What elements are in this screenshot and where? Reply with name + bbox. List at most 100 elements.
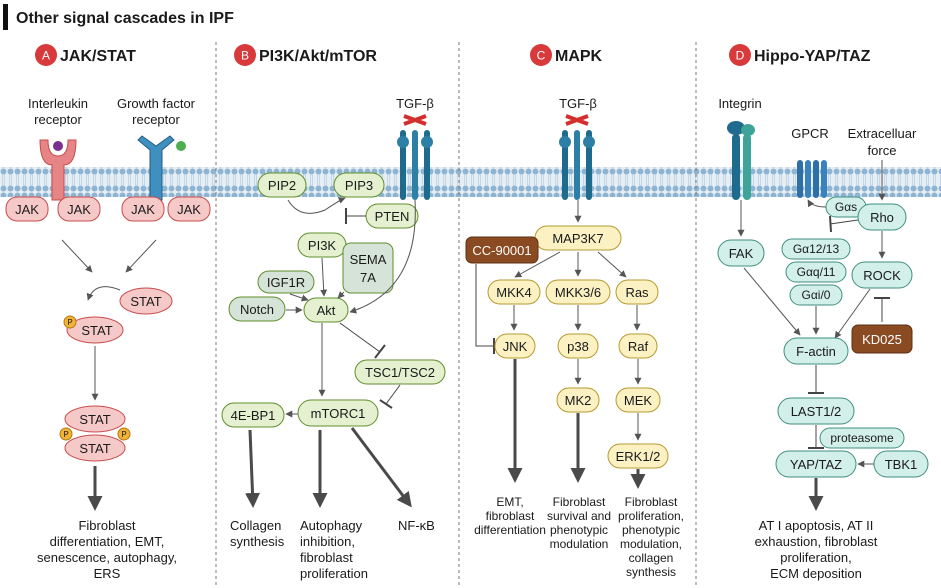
node-kd025-label: KD025: [862, 332, 902, 347]
node-gi0-label: Gαi/0: [802, 288, 831, 302]
integrin-icon: [727, 121, 755, 200]
figure-title: Other signal cascades in IPF: [3, 4, 234, 30]
arrow-sema7a-akt: [337, 291, 345, 299]
receptor-label-interleukin-2: receptor: [34, 112, 82, 127]
node-jak-1-label: JAK: [15, 202, 39, 217]
arrow-tgfb-akt: [349, 199, 416, 314]
node-sema7a: [342, 242, 394, 294]
arrow-mtorc1-nfkb: [350, 427, 412, 508]
section-header-c: C MAPK: [530, 44, 603, 66]
node-yap-taz-label: YAP/TAZ: [790, 457, 842, 472]
jak-outcome-line-1: Fibroblast: [78, 518, 135, 533]
node-stat-free-label: STAT: [130, 294, 161, 309]
inhibition-tsc-mtorc1: [385, 384, 401, 405]
mapk-outcome2-line-3: phenotypic: [550, 523, 608, 537]
phospho-marker-3: [117, 427, 131, 441]
node-mkk36-label: MKK3/6: [555, 285, 601, 300]
node-mkk4-label: MKK4: [496, 285, 531, 300]
node-4ebp1: [221, 402, 285, 428]
node-map3k7-label: MAP3K7: [552, 231, 603, 246]
jak-outcome-line-3: senescence, autophagy,: [37, 550, 177, 565]
node-erk-label: ERK1/2: [616, 449, 661, 464]
node-jak-4-label: JAK: [177, 202, 201, 217]
node-factin: [783, 337, 849, 365]
node-proteasome-label: proteasome: [830, 431, 894, 445]
node-mkk4: [487, 279, 541, 305]
force-label-1: Extracelluar: [848, 126, 917, 141]
inhibition-rho-gas: [829, 219, 859, 225]
inhibition-akt-tsc-bar: [374, 344, 386, 359]
tgfb-receptor-icon-c: [559, 114, 595, 200]
phospho-marker-1-label: P: [67, 318, 72, 327]
force-label-2: force: [868, 143, 897, 158]
section-hippo-yap-taz: Integrin GPCR Extracelluar force Gαs Rho…: [717, 96, 929, 581]
node-igf1r-label: IGF1R: [267, 275, 305, 290]
node-jak-2: [57, 196, 101, 222]
node-mk2: [556, 387, 600, 413]
node-cc90001-label: CC-90001: [472, 243, 531, 258]
node-jak-1: [5, 196, 49, 222]
pi3k-outcome2-line-2: inhibition,: [300, 534, 355, 549]
node-ras: [615, 279, 659, 305]
mapk-outcome2-line-1: Fibroblast: [553, 495, 606, 509]
section-pi3k-akt-mtor: TGF-β PIP2 PIP3 PTEN PI3K IGF1R SEMA 7A …: [221, 96, 446, 581]
node-g1213: [781, 238, 851, 260]
node-factin-label: F-actin: [796, 344, 836, 359]
arrow-pi3k-akt: [320, 257, 328, 297]
node-cc90001: [465, 236, 539, 264]
receptor-label-interleukin-1: Interleukin: [28, 96, 88, 111]
tgfb-label-b: TGF-β: [396, 96, 434, 111]
section-title-d: Hippo-YAP/TAZ: [754, 48, 871, 65]
badge-letter-c: C: [537, 49, 546, 63]
node-kd025: [851, 324, 913, 354]
inhibition-akt-tsc: [339, 322, 381, 353]
tgfb-label-c: TGF-β: [559, 96, 597, 111]
node-notch-label: Notch: [240, 302, 274, 317]
node-stat-phospho-label: STAT: [81, 323, 112, 338]
phospho-marker-1: [63, 315, 77, 329]
node-stat-dimer-top-label: STAT: [79, 412, 110, 427]
node-ras-label: Ras: [625, 285, 649, 300]
pi3k-outcome2-line-4: proliferation: [300, 566, 368, 581]
node-mkk36: [545, 279, 611, 305]
integrin-label: Integrin: [718, 96, 761, 111]
node-mtorc1: [297, 399, 379, 427]
node-p38-label: p38: [567, 339, 589, 354]
node-tsc: [354, 359, 446, 385]
mapk-outcome3-line-3: phenotypic: [622, 523, 680, 537]
node-jnk: [494, 333, 536, 359]
node-pip2-label: PIP2: [268, 178, 296, 193]
mapk-outcome3-line-4: modulation,: [620, 537, 682, 551]
receptor-label-growth-1: Growth factor: [117, 96, 196, 111]
node-stat-dimer-bottom-label: STAT: [79, 441, 110, 456]
node-jak-3: [121, 196, 165, 222]
phospho-marker-2: [59, 427, 73, 441]
jak-outcome-line-2: differentiation, EMT,: [50, 534, 165, 549]
node-raf-label: Raf: [628, 339, 649, 354]
mapk-outcome1-line-1: EMT,: [496, 495, 523, 509]
node-tsc-label: TSC1/TSC2: [365, 365, 435, 380]
pi3k-outcome2-line-3: fibroblast: [300, 550, 353, 565]
phospho-marker-3-label: P: [121, 430, 126, 439]
section-title-c: MAPK: [555, 48, 603, 65]
hippo-outcome-line-2: exhaustion, fibroblast: [755, 534, 878, 549]
mapk-outcome3-line-5: collagen: [629, 551, 674, 565]
node-sema7a-label-2: 7A: [360, 270, 376, 285]
section-header-b: B PI3K/Akt/mTOR: [234, 44, 377, 66]
node-p38: [557, 333, 599, 359]
phospho-marker-2-label: P: [63, 430, 68, 439]
mapk-outcome3-line-1: Fibroblast: [625, 495, 678, 509]
badge-letter-b: B: [241, 49, 249, 63]
arrow-map3k7-mkk4: [514, 251, 561, 278]
hippo-outcome-line-4: ECM deposition: [770, 566, 862, 581]
node-raf: [618, 333, 658, 359]
node-yap-taz: [775, 450, 857, 478]
gpcr-icon: [797, 160, 827, 198]
node-rock: [851, 261, 913, 289]
node-fak: [717, 239, 765, 267]
gpcr-label: GPCR: [791, 126, 829, 141]
node-akt-label: Akt: [317, 303, 336, 318]
section-mapk: TGF-β MAP3K7 CC-90001 MKK4 MKK3/6 Ras JN…: [465, 96, 684, 579]
arrow-gas-gpcr: [807, 199, 827, 208]
